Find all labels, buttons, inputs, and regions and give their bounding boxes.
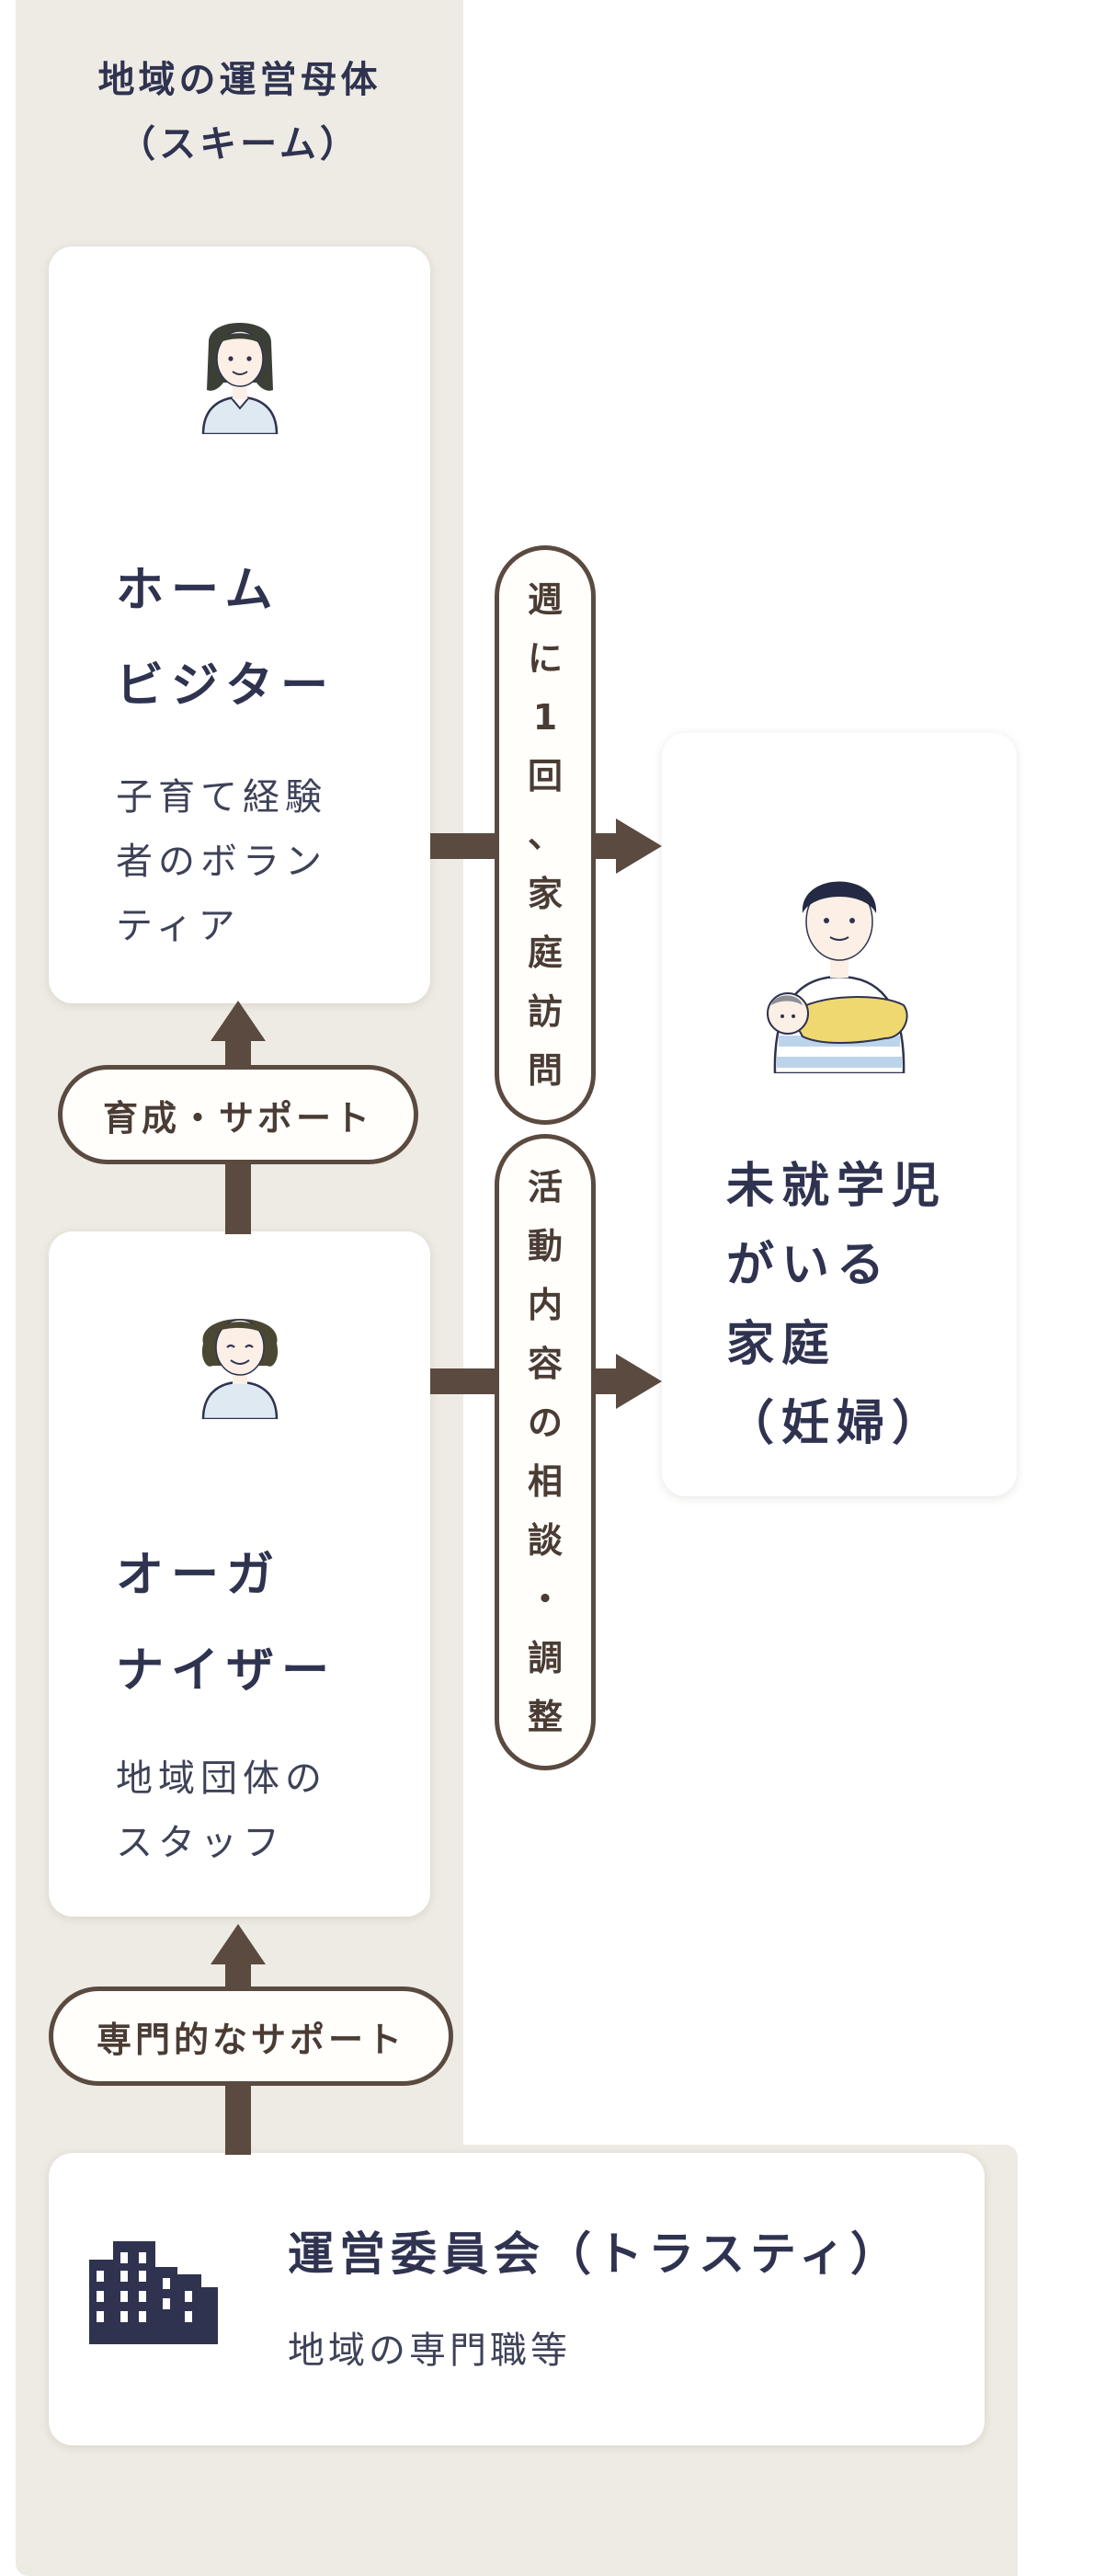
family-name: 未就学児 がいる 家庭 （妊婦）	[726, 1159, 948, 1451]
home-visitor-name: ホーム ビジター	[116, 563, 336, 714]
trustee-name: 運営委員会（トラスティ）	[288, 2227, 902, 2281]
professional-arrow-head	[211, 1924, 266, 1964]
support-arrow-head	[211, 1001, 266, 1041]
support-training-label: 育成・サポート	[58, 1065, 418, 1164]
weekly-visit-label: 週 に 1 回 、 家 庭 訪 問	[495, 545, 596, 1125]
building-icon	[89, 2241, 218, 2344]
trustee-desc: 地域の専門職等	[288, 2330, 571, 2372]
organizer-desc: 地域団体の スタッフ	[116, 1757, 327, 1864]
parent-with-baby-icon	[747, 825, 931, 1075]
home-visitor-card: ホーム ビジター 子育て経験 者のボラン ティア	[49, 246, 430, 1003]
organizer-card: オーガ ナイザー 地域団体の スタッフ	[49, 1231, 430, 1917]
visit-arrow-head	[616, 819, 662, 874]
family-card: 未就学児 がいる 家庭 （妊婦）	[662, 733, 1017, 1496]
consult-arrow-head	[616, 1354, 662, 1409]
consultation-label: 活 動 内 容 の 相 談 ・ 調 整	[495, 1134, 596, 1770]
home-visitor-desc: 子育て経験 者のボラン ティア	[116, 776, 327, 947]
scheme-title: 地域の運営母体 （スキーム）	[97, 59, 382, 166]
older-woman-avatar-icon	[176, 1290, 304, 1421]
organizer-name: オーガ ナイザー	[116, 1548, 337, 1699]
professional-support-label: 専門的なサポート	[49, 1986, 453, 2086]
trustee-card: 運営委員会（トラスティ） 地域の専門職等	[49, 2153, 985, 2445]
woman-avatar-icon	[176, 305, 304, 436]
